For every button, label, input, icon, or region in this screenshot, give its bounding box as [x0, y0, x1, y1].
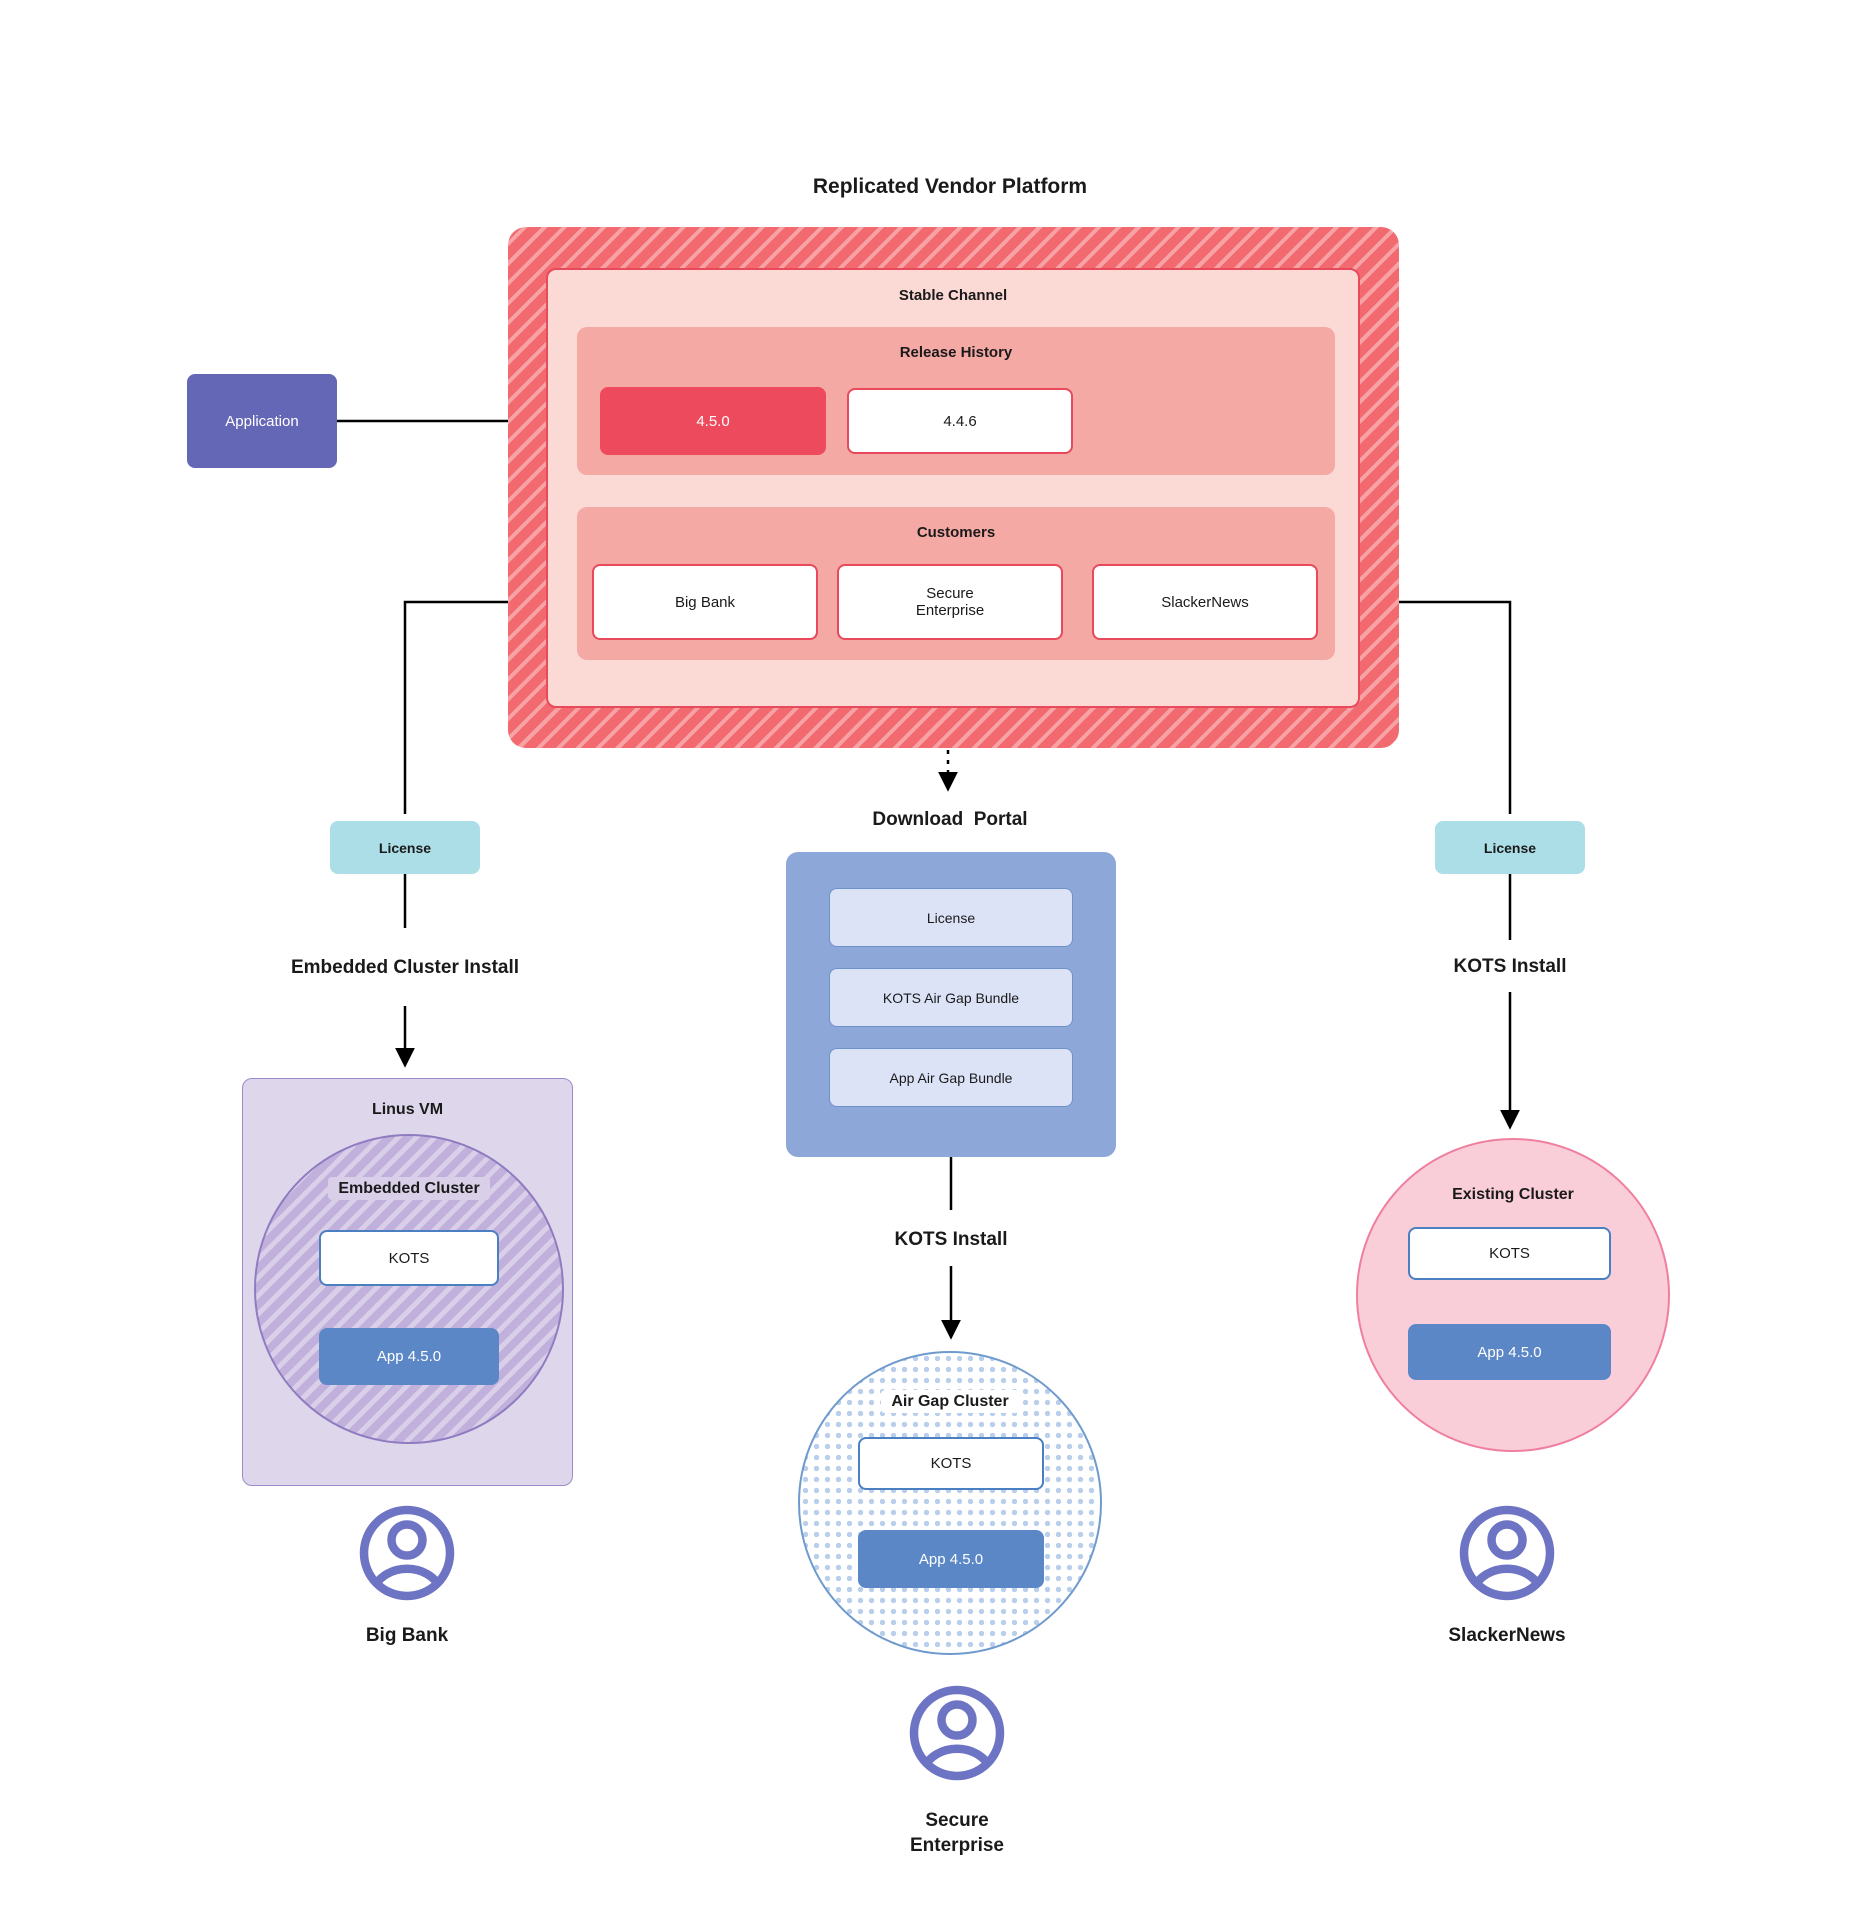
existing-cluster-circle: Existing Cluster KOTS App 4.5.0: [1356, 1138, 1670, 1452]
stable-channel-label: Stable Channel: [898, 287, 1008, 304]
slackernews-user-label: SlackerNews: [1448, 1624, 1566, 1646]
secure-enterprise-user-icon: [909, 1685, 1005, 1781]
kots-box-linus: KOTS: [319, 1230, 499, 1286]
application-box: Application: [187, 374, 337, 468]
customers-label: Customers: [916, 524, 996, 541]
release-version-4-4-6: 4.4.6: [847, 388, 1073, 454]
slackernews-user-icon: [1459, 1505, 1555, 1601]
embedded-cluster-circle: Embedded Cluster KOTS App 4.5.0: [254, 1134, 564, 1444]
portal-item-app-airgap-bundle: App Air Gap Bundle: [829, 1048, 1073, 1107]
air-gap-cluster-circle: Air Gap Cluster KOTS App 4.5.0: [798, 1351, 1102, 1655]
stable-channel-box: Stable Channel Release History 4.5.0 4.4…: [546, 268, 1360, 708]
existing-cluster-label: Existing Cluster: [1452, 1186, 1574, 1203]
customer-big-bank-label: Big Bank: [674, 593, 736, 611]
kots-install-label-right: KOTS Install: [1453, 955, 1567, 977]
release-history-box: Release History 4.5.0 4.4.6: [577, 327, 1335, 475]
big-bank-user-icon: [359, 1505, 455, 1601]
customer-slackernews-label: SlackerNews: [1161, 593, 1249, 611]
customers-box: Customers Big Bank Secure Enterprise Sla…: [577, 507, 1335, 660]
download-portal-label: Download Portal: [872, 808, 1028, 830]
air-gap-cluster-label: Air Gap Cluster: [800, 1390, 1100, 1413]
app-box-airgap: App 4.5.0: [858, 1530, 1044, 1588]
customer-slackernews: SlackerNews: [1092, 564, 1318, 640]
kots-install-label-middle: KOTS Install: [894, 1228, 1008, 1250]
download-portal-box: License KOTS Air Gap Bundle App Air Gap …: [786, 852, 1116, 1157]
release-version-4-5-0: 4.5.0: [600, 387, 826, 455]
kots-box-airgap: KOTS: [858, 1437, 1044, 1490]
portal-item-license: License: [829, 888, 1073, 947]
big-bank-user-label: Big Bank: [365, 1624, 449, 1646]
customer-secure-enterprise-label: Secure Enterprise: [915, 585, 985, 619]
linus-vm-label: Linus VM: [371, 1101, 444, 1118]
customer-secure-enterprise: Secure Enterprise: [837, 564, 1063, 640]
app-box-existing: App 4.5.0: [1408, 1324, 1611, 1380]
kots-box-existing: KOTS: [1408, 1227, 1611, 1280]
secure-enterprise-user-label: Secure Enterprise: [910, 1810, 1004, 1856]
license-box-right: License: [1435, 821, 1585, 874]
portal-item-kots-airgap-bundle: KOTS Air Gap Bundle: [829, 968, 1073, 1027]
linus-vm-box: Linus VM Embedded Cluster KOTS App 4.5.0: [242, 1078, 573, 1486]
app-box-linus: App 4.5.0: [319, 1328, 499, 1385]
release-history-label: Release History: [899, 344, 1013, 361]
embedded-cluster-label: Embedded Cluster: [256, 1177, 562, 1200]
customer-big-bank: Big Bank: [592, 564, 818, 640]
diagram-title: Replicated Vendor Platform: [812, 175, 1088, 198]
license-box-left: License: [330, 821, 480, 874]
vendor-platform-container: Stable Channel Release History 4.5.0 4.4…: [508, 227, 1399, 748]
embedded-cluster-install-label: Embedded Cluster Install: [290, 956, 520, 978]
